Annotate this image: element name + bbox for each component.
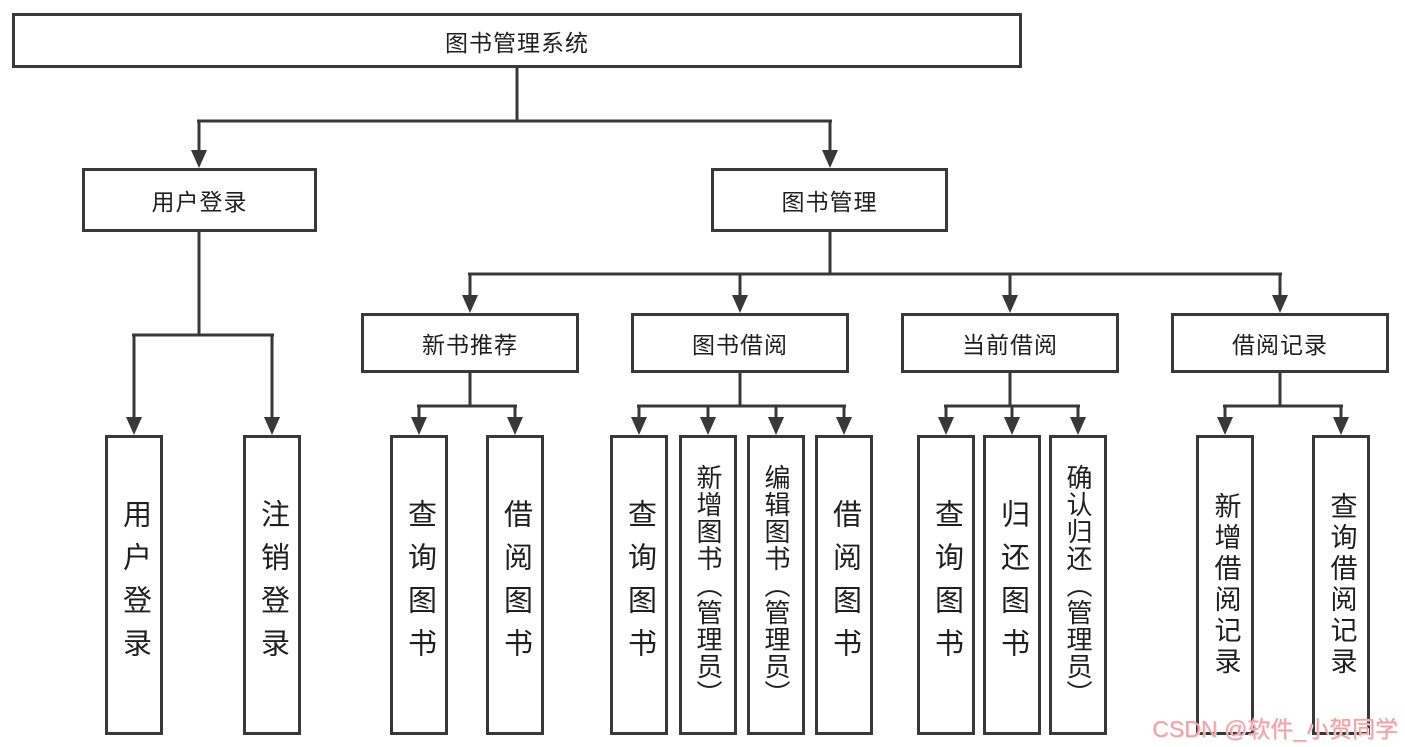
leaf-records-query-record-label: 查询借阅记录 <box>1326 492 1357 678</box>
leaf-recommend-query-book-label: 查询图书 <box>403 499 436 671</box>
leaf-borrow-add-book-admin: 新增图书（管理员） <box>679 435 737 735</box>
leaf-user-login-label: 用户登录 <box>118 499 151 671</box>
csdn-watermark: CSDN @软件_小贺同学 <box>1152 716 1398 742</box>
leaf-current-query-book-label: 查询图书 <box>930 499 963 671</box>
node-new-book-recommend-label: 新书推荐 <box>422 332 518 358</box>
leaf-logout: 注销登录 <box>243 435 301 735</box>
node-current-borrow-label: 当前借阅 <box>962 332 1058 358</box>
leaf-borrow-query-book-label: 查询图书 <box>623 499 656 671</box>
leaf-current-query-book: 查询图书 <box>917 435 975 735</box>
leaf-current-confirm-return-admin: 确认归还（管理员） <box>1049 435 1107 735</box>
leaf-recommend-borrow-book: 借阅图书 <box>486 435 544 735</box>
leaf-logout-label: 注销登录 <box>256 499 289 671</box>
node-root-label: 图书管理系统 <box>445 29 589 56</box>
node-user-login: 用户登录 <box>82 168 317 232</box>
node-current-borrow: 当前借阅 <box>901 313 1119 373</box>
leaf-borrow-borrow-book: 借阅图书 <box>815 435 873 735</box>
leaf-recommend-borrow-book-label: 借阅图书 <box>499 499 532 671</box>
leaf-recommend-query-book: 查询图书 <box>390 435 448 735</box>
node-root: 图书管理系统 <box>12 13 1022 68</box>
leaf-current-return-book-label: 归还图书 <box>996 499 1029 671</box>
node-book-borrow-label: 图书借阅 <box>692 332 788 358</box>
leaf-current-confirm-return-admin-label: 确认归还（管理员） <box>1063 463 1093 707</box>
node-book-management: 图书管理 <box>711 168 948 232</box>
leaf-records-add-record: 新增借阅记录 <box>1196 435 1254 735</box>
node-book-management-label: 图书管理 <box>781 189 878 215</box>
leaf-records-query-record: 查询借阅记录 <box>1312 435 1370 735</box>
leaf-records-add-record-label: 新增借阅记录 <box>1210 492 1241 678</box>
leaf-borrow-borrow-book-label: 借阅图书 <box>828 499 861 671</box>
leaf-current-return-book: 归还图书 <box>983 435 1041 735</box>
leaf-borrow-add-book-admin-label: 新增图书（管理员） <box>693 463 723 707</box>
leaf-borrow-query-book: 查询图书 <box>610 435 668 735</box>
leaf-borrow-edit-book-admin: 编辑图书（管理员） <box>747 435 805 735</box>
node-new-book-recommend: 新书推荐 <box>361 313 579 373</box>
leaf-user-login: 用户登录 <box>105 435 163 735</box>
node-borrow-records-label: 借阅记录 <box>1232 332 1328 358</box>
node-book-borrow: 图书借阅 <box>631 313 849 373</box>
leaf-borrow-edit-book-admin-label: 编辑图书（管理员） <box>761 463 791 707</box>
node-user-login-label: 用户登录 <box>151 189 248 215</box>
node-borrow-records: 借阅记录 <box>1171 313 1389 373</box>
